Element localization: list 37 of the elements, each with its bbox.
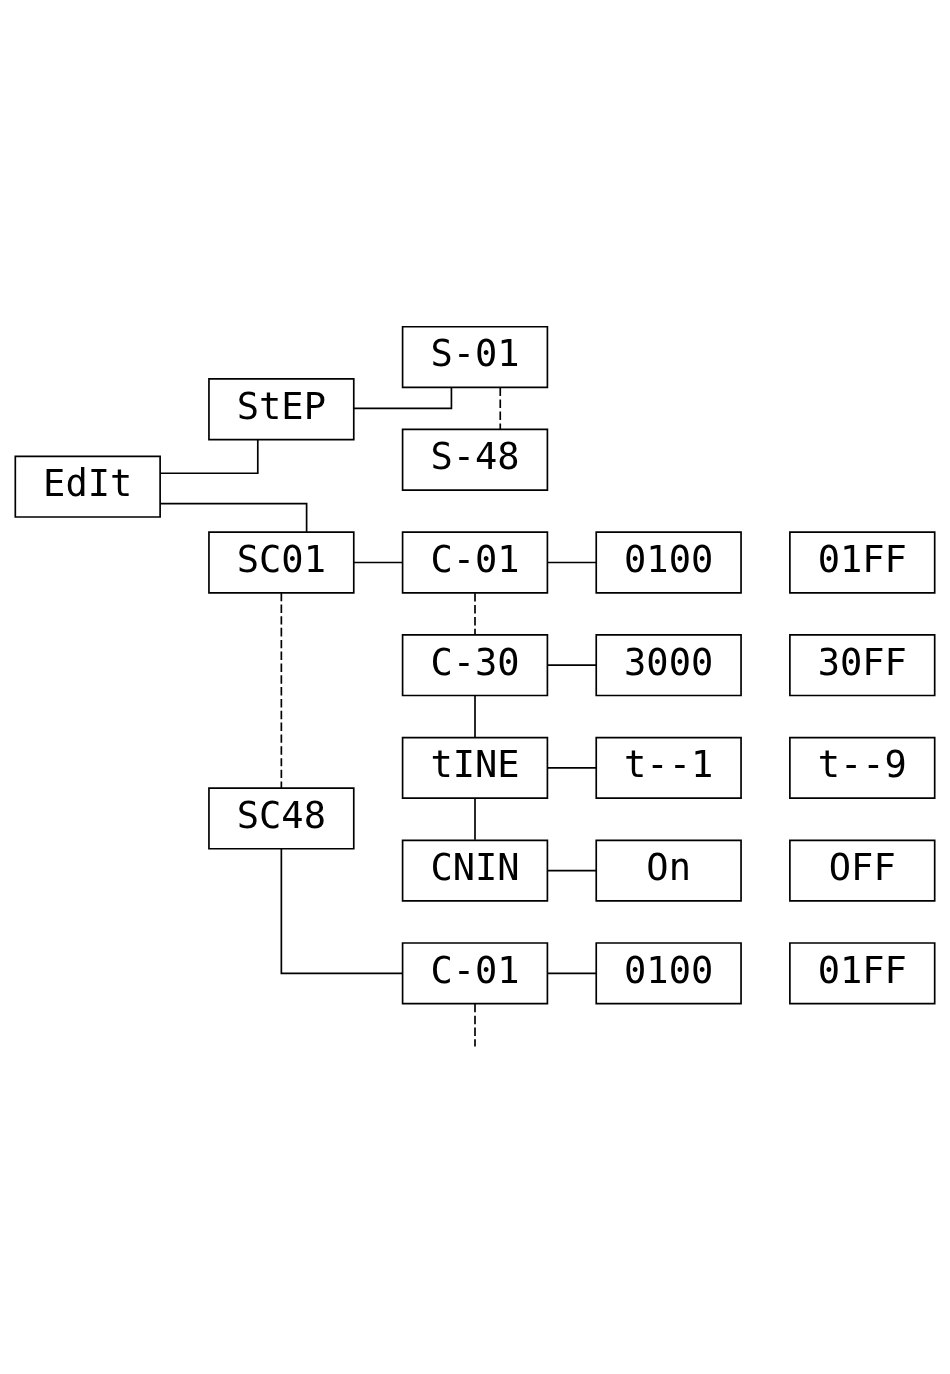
node-box: SC01 <box>208 530 355 594</box>
node-box: SC48 <box>208 786 355 850</box>
connector <box>353 561 404 563</box>
node-box: C-30 <box>401 633 549 696</box>
node-box: CNIN <box>401 838 549 902</box>
connector <box>474 694 476 738</box>
node-box: 01FF <box>789 530 936 594</box>
node-box: 0100 <box>595 530 742 594</box>
connector <box>159 438 259 474</box>
node-box: S-01 <box>401 325 549 388</box>
node-box: 3000 <box>595 633 742 696</box>
connector <box>474 591 476 635</box>
node-box: 0100 <box>595 941 742 1004</box>
node-box: StEP <box>208 377 355 440</box>
node-box: OFF <box>789 838 936 902</box>
node-box: EdIt <box>14 455 161 518</box>
connector <box>159 502 308 532</box>
node-box: t--1 <box>595 736 742 799</box>
connector <box>280 847 404 974</box>
node-box: On <box>595 838 742 902</box>
node-box: 30FF <box>789 633 936 696</box>
node-box: t--9 <box>789 736 936 799</box>
connector <box>499 386 502 430</box>
connector <box>546 869 598 871</box>
node-box: 01FF <box>789 941 936 1004</box>
connector <box>353 386 453 409</box>
node-box: C-01 <box>401 941 549 1004</box>
connector <box>474 797 476 841</box>
connector <box>546 663 598 666</box>
node-box: tINE <box>401 736 549 799</box>
node-box: C-01 <box>401 530 549 594</box>
connector <box>546 766 598 769</box>
connector <box>474 1002 476 1047</box>
connector <box>280 591 283 789</box>
connector <box>546 972 598 974</box>
connector <box>546 561 598 563</box>
node-box: S-48 <box>401 428 549 491</box>
